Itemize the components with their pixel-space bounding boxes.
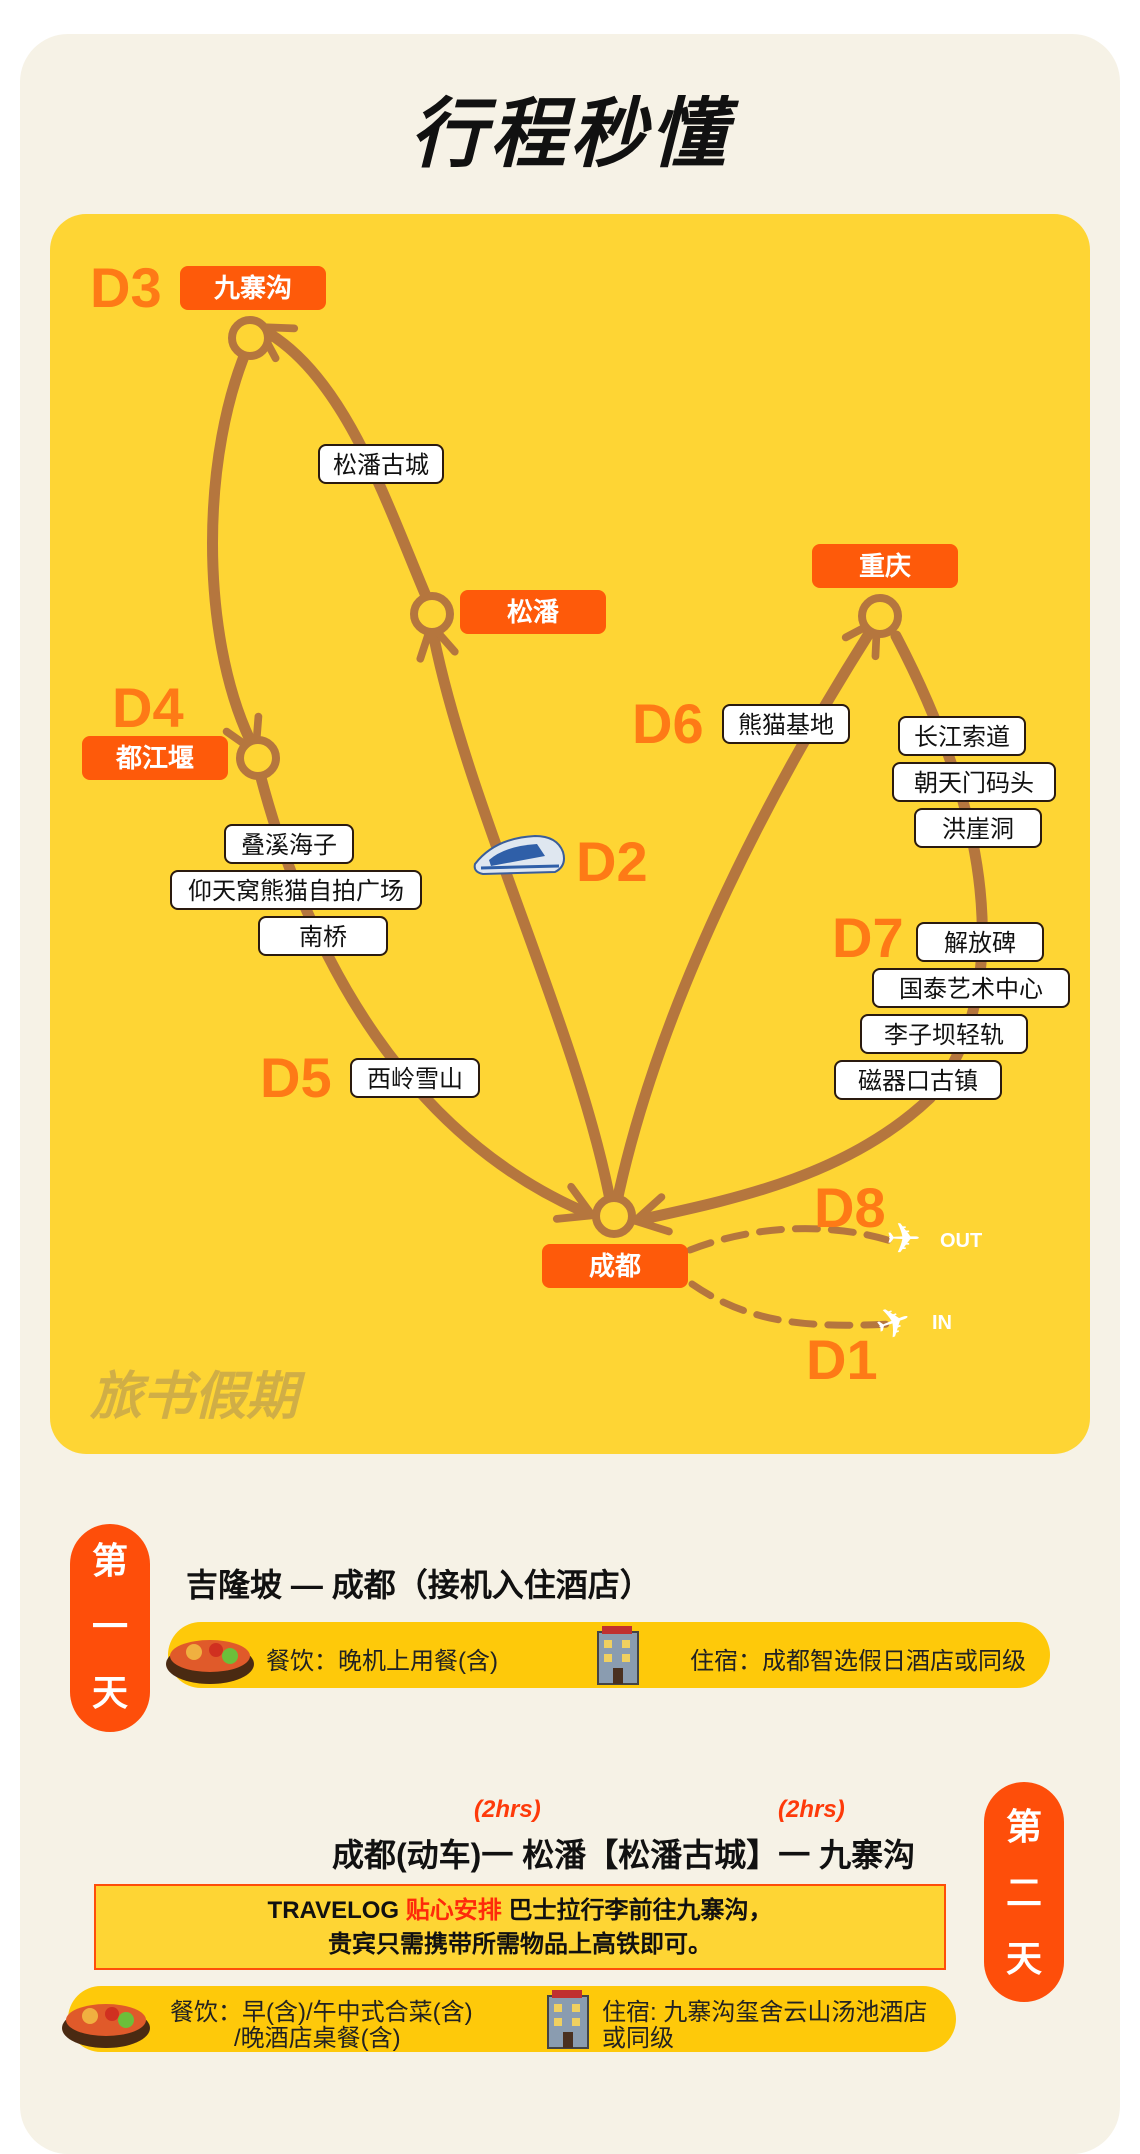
day2-duration-2: (2hrs) (778, 1796, 845, 1823)
hotel-icon (597, 1626, 639, 1685)
route-jiuzhaigou-dujiangyan (207, 336, 263, 759)
day2-badge-char: 二 (1005, 1872, 1042, 1913)
attraction-yangtianwo: 仰天窝熊猫自拍广场 (170, 870, 422, 910)
route-flight-in (688, 1280, 894, 1329)
node-chongqing (858, 594, 902, 638)
day2-duration-1: (2hrs) (474, 1796, 541, 1823)
train-icon (473, 834, 565, 876)
meal-icon (62, 2004, 150, 2048)
day-marker-d8: D8 (814, 1176, 886, 1239)
attraction-panda-base: 熊猫基地 (722, 704, 850, 744)
brand-watermark: 旅书假期 (90, 1368, 299, 1426)
attraction-dieqi: 叠溪海子 (224, 824, 354, 864)
city-label-chengdu: 成都 (542, 1244, 688, 1288)
day-marker-d4: D4 (112, 676, 184, 739)
attraction-nanqiao: 南桥 (258, 916, 388, 956)
attraction-hongyadong: 洪崖洞 (914, 808, 1042, 848)
city-label-dujiangyan: 都江堰 (82, 736, 228, 780)
note-brand: TRAVELOG (267, 1897, 406, 1924)
day1-badge-char: 一 (91, 1606, 128, 1647)
attraction-yangtze-cableway: 长江索道 (898, 716, 1026, 756)
day2-badge: 第 二 天 (984, 1782, 1064, 2002)
node-dujiangyan (236, 736, 280, 780)
city-label-jiuzhaigou: 九寨沟 (180, 266, 326, 310)
city-label-chongqing: 重庆 (812, 544, 958, 588)
day1-badge: 第 一 天 (70, 1524, 150, 1732)
route-chengdu-songpan (416, 617, 618, 1216)
route-chengdu-chongqing (610, 614, 882, 1212)
day2-badge-char: 天 (1005, 1938, 1042, 1979)
note-text: 巴士拉行李前往九寨沟， (501, 1897, 773, 1924)
attraction-guotai: 国泰艺术中心 (872, 968, 1070, 1008)
day2-hotel-line1: 住宿: 九寨沟玺舍云山汤池酒店 (602, 1999, 928, 2026)
day-marker-d6: D6 (632, 692, 704, 755)
flight-out-label: OUT (940, 1230, 983, 1252)
route-flight-out (686, 1225, 904, 1254)
note-highlight: 贴心安排 (405, 1897, 502, 1924)
day1-hotel-text: 住宿：成都智选假日酒店或同级 (690, 1648, 1026, 1675)
note-line2: 贵宾只需携带所需物品上高铁即可。 (328, 1931, 712, 1958)
day2-hotel-line2: 或同级 (602, 2025, 674, 2052)
route-map: 九寨沟 松潘 重庆 都江堰 成都 D3 D4 D2 D6 D7 D5 D8 D1… (50, 214, 1090, 1454)
attraction-ciqikou: 磁器口古镇 (834, 1060, 1002, 1100)
day1-heading: 吉隆坡 — 成都（接机入住酒店） (186, 1567, 652, 1603)
day-marker-d1: D1 (806, 1328, 878, 1391)
attraction-jiefangbei: 解放碑 (916, 922, 1044, 962)
day-marker-d7: D7 (832, 906, 904, 969)
node-songpan (410, 592, 454, 636)
flight-in-label: IN (932, 1312, 952, 1334)
hotel-icon (547, 1990, 589, 2049)
day2-meal-line2: /晚酒店桌餐(含) (234, 2025, 401, 2052)
attraction-liziba: 李子坝轻轨 (860, 1014, 1028, 1054)
day1-badge-char: 天 (91, 1672, 128, 1713)
day-marker-d2: D2 (576, 830, 648, 893)
day-marker-d3: D3 (90, 256, 162, 319)
node-jiuzhaigou (228, 316, 272, 360)
node-chengdu (592, 1194, 636, 1238)
attraction-chaotianmen: 朝天门码头 (892, 762, 1056, 802)
city-label-songpan: 松潘 (460, 590, 606, 634)
attraction-xiling: 西岭雪山 (350, 1058, 480, 1098)
day-marker-d5: D5 (260, 1046, 332, 1109)
day1-badge-char: 第 (91, 1540, 128, 1581)
day2-heading: 成都(动车)一 松潘【松潘古城】一 九寨沟 (332, 1837, 916, 1873)
page-title: 行程秒懂 (410, 92, 730, 177)
day2-meal-line1: 餐饮：早(含)/午中式合菜(含) (170, 1999, 473, 2026)
meal-icon (166, 1640, 254, 1684)
attraction-songpan-oldtown: 松潘古城 (318, 444, 444, 484)
day2-info-bar (68, 1986, 956, 2052)
day2-note-box: TRAVELOG 贴心安排 巴士拉行李前往九寨沟， 贵宾只需携带所需物品上高铁即… (94, 1884, 946, 1970)
day1-meal-text: 餐饮：晚机上用餐(含) (266, 1648, 498, 1675)
day2-badge-char: 第 (1005, 1806, 1042, 1847)
airplane-icon: ✈ (886, 1215, 922, 1262)
